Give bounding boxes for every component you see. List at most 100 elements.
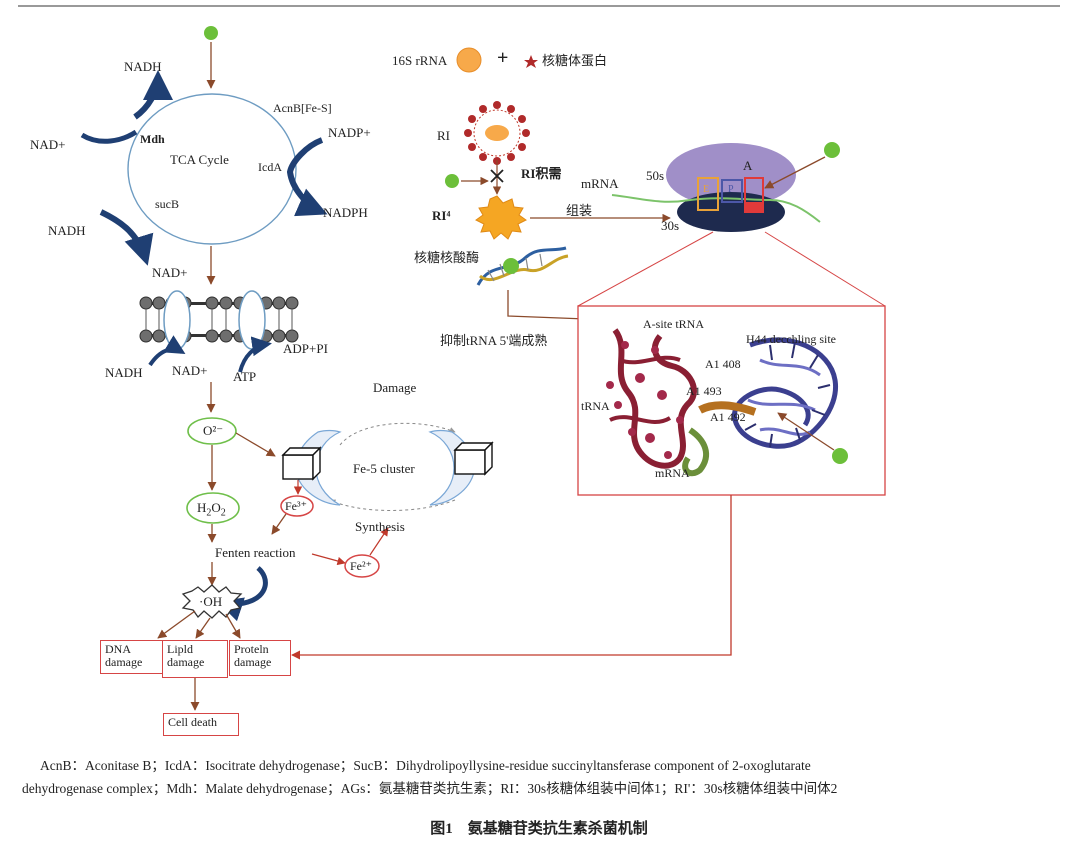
label-o2: O²⁻: [203, 423, 224, 438]
label-nad-plus-mid: NAD+: [152, 265, 188, 280]
label-nadph: NADPH: [323, 205, 368, 220]
dna-line-2: damage: [105, 655, 143, 669]
ribonuclease: [476, 246, 569, 286]
label-site-a: A: [743, 158, 753, 173]
label-atp: ATP: [233, 369, 257, 384]
h2o2-node: [186, 492, 240, 524]
curve-adp: [238, 336, 272, 373]
label-50s: 50s: [646, 168, 665, 183]
curve-nadh-bottom: [148, 335, 186, 367]
label-inhibit: 抑制tRNA 5'端成熟: [440, 333, 548, 348]
h2o2-h: H: [197, 500, 207, 515]
zoom-line-left: [577, 231, 714, 307]
mrna-structure: [682, 427, 710, 477]
label-a1493: A1 493: [686, 384, 722, 398]
curve-nad-left: [80, 129, 138, 144]
label-fe-cluster: Fe-5 cluster: [353, 461, 415, 476]
membrane-protein-2: [238, 290, 266, 350]
arrow-fenton-to-fe2: [311, 553, 346, 566]
label-sucb: sucB: [155, 197, 179, 211]
label-mrna-top: mRNA: [581, 176, 619, 191]
ri-particle: [464, 101, 530, 165]
footnote-line-1: AcnB：Aconitase B；IcdA：Isocitrate dehydro…: [40, 758, 811, 773]
h2o2-o: O: [211, 500, 221, 515]
arrow-fe2-to-synthesis: [369, 527, 389, 556]
arrow-o2-to-cluster: [235, 432, 276, 457]
oh-star: [181, 584, 243, 619]
lipid-line-2: damage: [167, 655, 205, 669]
zoom-panel: [577, 305, 886, 496]
label-trna: tRNA: [581, 399, 610, 413]
drug-dot-ri: [445, 174, 459, 188]
h2o2-sub-1: 2: [206, 507, 212, 519]
drug-dot-ribosome: [824, 142, 840, 158]
membrane: [139, 290, 299, 350]
label-a1408: A1 408: [705, 357, 741, 371]
label-assembly: 组装: [566, 203, 593, 218]
lipid-line-1: Lipld: [167, 642, 193, 656]
label-nad-plus-left: NAD+: [30, 137, 66, 152]
label-nadh-bottom: NADH: [105, 365, 143, 380]
label-a1492: A1 492: [710, 410, 746, 424]
label-nad-plus-bottom: NAD+: [172, 363, 208, 378]
cell-death-box: Cell death: [163, 713, 239, 736]
arrow-drug-to-asite: [764, 156, 826, 189]
drug-dot-tca: [204, 26, 218, 40]
label-fenton: Fenten reaction: [215, 545, 296, 560]
label-site-e: E: [703, 184, 710, 195]
site-e-box: [697, 177, 719, 211]
arrow-oh-to-lipid: [195, 617, 211, 639]
cube-left: [281, 446, 322, 481]
figure-caption: 图1 氨基糖苷类抗生素杀菌机制: [430, 821, 648, 837]
label-adp-pi: ADP+PI: [283, 341, 328, 356]
label-synthesis: Synthesis: [355, 519, 405, 534]
trna-structure: [606, 328, 697, 469]
label-fe2: Fe²⁺: [350, 559, 372, 573]
block-x: [490, 169, 504, 183]
label-icda: IcdA: [258, 160, 282, 174]
label-h2o2: H2O2: [197, 500, 226, 521]
arrow-fe3-to-fenton: [271, 513, 287, 535]
label-ribonuclease: 核糖核酸酶: [414, 250, 480, 265]
label-ri-accum: RI积需: [521, 166, 562, 181]
label-nadh-left: NADH: [48, 223, 86, 238]
curve-nadh-left: [99, 209, 154, 266]
label-nadh-top: NADH: [124, 59, 162, 74]
arrow-ribosome-to-protein: [291, 495, 732, 660]
label-30s: 30s: [661, 218, 680, 233]
label-oh: ·OH: [199, 594, 223, 609]
drug-dot-ribonuclease: [503, 258, 519, 274]
label-ribosomal-protein: 核糖体蛋白: [542, 53, 608, 68]
membrane-protein-1: [163, 290, 191, 350]
label-fe3: Fe³⁺: [285, 499, 307, 513]
fe3-node: [280, 495, 314, 517]
drug-dot-h44: [832, 448, 848, 464]
ribosomal-protein-star: [524, 55, 538, 68]
arrow-synthesis: [329, 499, 456, 511]
arrow-inhibit: [507, 290, 613, 325]
site-a-fill: [746, 202, 762, 212]
label-nadp-plus: NADP+: [328, 125, 371, 140]
label-mdh: Mdh: [140, 132, 165, 146]
arrow-drug-to-h44: [777, 412, 835, 451]
arrow-oh-to-protein: [225, 613, 241, 639]
rrna-16s-ball: [456, 47, 482, 73]
label-16s-rrna: 16S rRNA: [392, 53, 448, 68]
label-ri: RI: [437, 128, 450, 143]
label-mrna-bottom: mRNA: [655, 466, 690, 480]
label-acnb: AcnB[Fe-S]: [273, 101, 332, 115]
arrow-damage: [339, 422, 456, 446]
zoom-line-right: [764, 231, 886, 307]
mrna-strand: [611, 194, 821, 223]
label-asite-trna: A-site tRNA: [643, 317, 704, 331]
tca-cycle-circle: [127, 93, 297, 245]
o2-node: [187, 417, 237, 445]
cube-right: [453, 441, 494, 476]
site-p-box: [721, 179, 743, 203]
curve-nadp: [286, 137, 328, 217]
label-tca: TCA Cycle: [170, 152, 229, 167]
